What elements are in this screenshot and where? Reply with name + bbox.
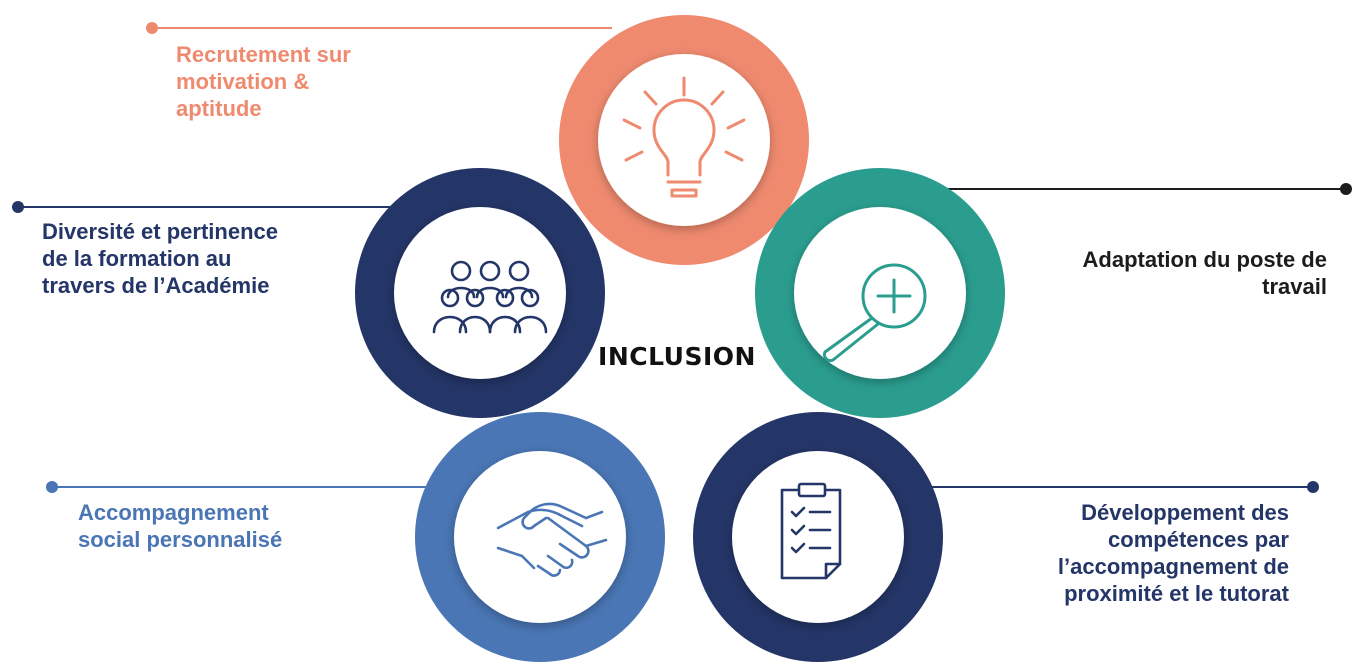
disc-adaptation bbox=[794, 207, 966, 379]
label-line: travail bbox=[1262, 274, 1327, 299]
label-line: l’accompagnement de bbox=[1057, 554, 1289, 579]
label-line: social personnalisé bbox=[78, 527, 283, 552]
label-line: aptitude bbox=[176, 96, 262, 121]
connector-dot-developpement bbox=[1307, 481, 1319, 493]
ring-recrutement-overlap bbox=[560, 16, 808, 140]
label-line: proximité et le tutorat bbox=[1064, 581, 1289, 606]
label-line: motivation & bbox=[176, 69, 310, 94]
disc-recrutement bbox=[598, 54, 770, 226]
connector-dot-adaptation bbox=[1340, 183, 1352, 195]
label-line: compétences par bbox=[1108, 527, 1289, 552]
label-diversite: Diversité et pertinence de la formation … bbox=[42, 218, 372, 299]
label-recrutement: Recrutement sur motivation & aptitude bbox=[176, 41, 476, 122]
center-pentagon bbox=[556, 205, 812, 447]
clipboard-checklist-icon bbox=[780, 482, 842, 580]
connector-dot-accompagnement bbox=[46, 481, 58, 493]
label-adaptation: Adaptation du poste de travail bbox=[987, 246, 1327, 300]
group-people-icon bbox=[432, 260, 548, 334]
label-line: Recrutement sur bbox=[176, 42, 351, 67]
label-line: travers de l’Académie bbox=[42, 273, 270, 298]
lightbulb-icon bbox=[622, 76, 746, 198]
label-accompagnement: Accompagnement social personnalisé bbox=[78, 499, 378, 553]
label-developpement: Développement des compétences par l’acco… bbox=[959, 499, 1289, 607]
disc-developpement bbox=[732, 451, 904, 623]
label-line: Adaptation du poste de bbox=[1082, 247, 1327, 272]
label-line: Développement des bbox=[1081, 500, 1289, 525]
center-title: INCLUSION bbox=[598, 342, 756, 371]
handshake-icon bbox=[496, 502, 608, 577]
ring-developpement-overlap bbox=[818, 413, 942, 537]
connector-dot-diversite bbox=[12, 201, 24, 213]
label-line: de la formation au bbox=[42, 246, 232, 271]
connector-lines bbox=[12, 22, 1352, 493]
label-line: Diversité et pertinence bbox=[42, 219, 278, 244]
disc-accompagnement bbox=[454, 451, 626, 623]
label-line: Accompagnement bbox=[78, 500, 269, 525]
magnifier-plus-icon bbox=[822, 263, 927, 363]
connector-dot-recrutement bbox=[146, 22, 158, 34]
